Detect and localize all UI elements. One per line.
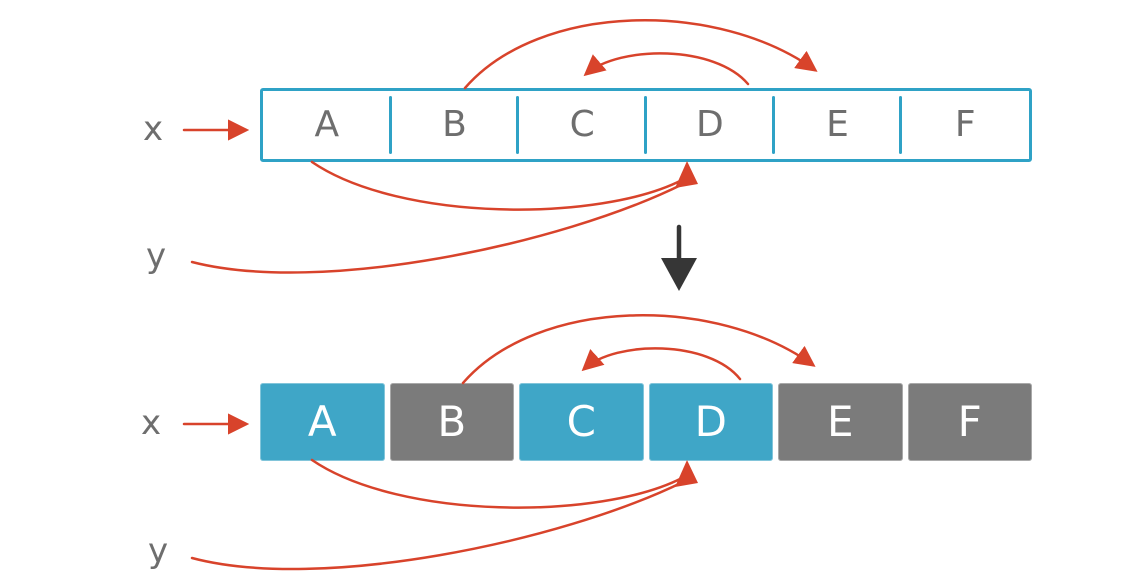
arrowhead-at-d-top-icon bbox=[675, 161, 698, 188]
arc-y-to-d-bottom-icon bbox=[190, 480, 685, 571]
cell-label: D bbox=[694, 396, 727, 446]
cell-label: E bbox=[826, 103, 849, 145]
array-top-cell-f: F bbox=[899, 91, 1029, 159]
array-top-cell-c: C bbox=[516, 91, 646, 159]
cell-label: C bbox=[569, 103, 595, 145]
x-label-bottom: x bbox=[140, 403, 162, 443]
y-label-bottom: y bbox=[147, 531, 169, 571]
array-top: A B C D E F bbox=[260, 88, 1032, 162]
cell-label: F bbox=[957, 396, 982, 446]
cell-label: D bbox=[695, 103, 724, 145]
down-arrow-head-icon bbox=[661, 258, 697, 291]
array-bottom-cell-e: E bbox=[778, 383, 903, 461]
x-label-top: x bbox=[142, 109, 164, 149]
array-top-cell-d: D bbox=[644, 91, 774, 159]
array-bottom-cell-a: A bbox=[260, 383, 385, 461]
array-bottom: A B C D E F bbox=[260, 383, 1032, 461]
arc-b-to-e-top-icon bbox=[463, 19, 818, 90]
cell-label: F bbox=[954, 103, 976, 145]
arc-b-to-e-bottom-icon bbox=[461, 314, 816, 385]
arc-y-to-d-top-icon bbox=[190, 182, 685, 274]
arc-a-to-d-top-icon bbox=[310, 160, 684, 211]
array-top-cell-b: B bbox=[388, 91, 519, 159]
arc-d-to-c-top-icon bbox=[583, 52, 750, 86]
cell-label: E bbox=[826, 396, 854, 446]
array-top-cell-e: E bbox=[771, 91, 902, 159]
cell-label: C bbox=[566, 396, 596, 446]
arrowhead-at-d-bottom-icon bbox=[675, 460, 698, 487]
array-bottom-cell-f: F bbox=[907, 383, 1032, 461]
cell-label: B bbox=[442, 103, 467, 145]
cell-label: A bbox=[307, 396, 337, 446]
cell-label: B bbox=[437, 396, 467, 446]
array-top-cell-a: A bbox=[263, 91, 391, 159]
array-bottom-cell-d: D bbox=[648, 383, 773, 461]
arc-a-to-d-bottom-icon bbox=[310, 458, 684, 509]
arc-d-to-c-bottom-icon bbox=[581, 347, 742, 381]
y-label-top: y bbox=[145, 236, 167, 276]
cell-label: A bbox=[314, 103, 340, 145]
array-bottom-cell-c: C bbox=[519, 383, 644, 461]
array-bottom-cell-b: B bbox=[389, 383, 514, 461]
